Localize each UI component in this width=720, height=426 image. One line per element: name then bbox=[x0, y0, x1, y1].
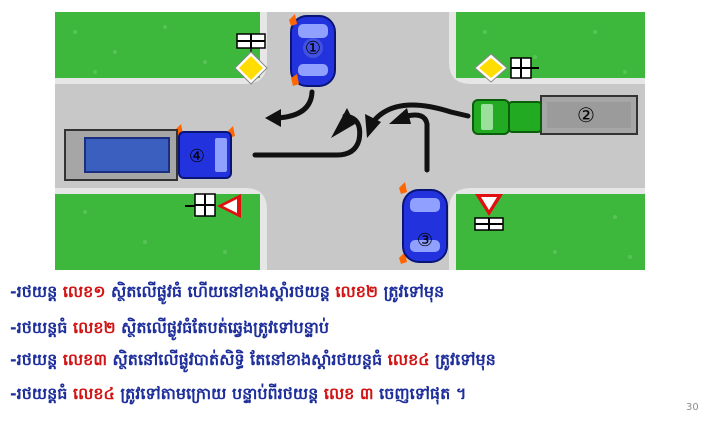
line-1-part-4: លេខ២ bbox=[335, 282, 378, 301]
explanation-line-2: -រថយន្តធំ លេខ២ ស្ថិតលើផ្លូវធំតែបត់ឆ្វេងត… bbox=[10, 318, 329, 338]
truck-2-label: ② bbox=[577, 103, 595, 127]
line-3-part-1: -រថយន្ត bbox=[10, 350, 63, 369]
line-1-part-3: ស្ថិតលើផ្លូវធំ ហើយនៅខាងស្តាំរថយន្ត bbox=[105, 282, 336, 301]
priority-road-sign-top-left bbox=[234, 33, 268, 85]
line-4-part-1: -រថយន្តធំ bbox=[10, 384, 73, 403]
line-1-part-5: ត្រូវទៅមុន bbox=[378, 282, 445, 301]
page-number: 30 bbox=[686, 402, 699, 413]
priority-road-sign-top-right bbox=[474, 53, 539, 83]
line-3-part-2: លេខ៣ bbox=[62, 350, 107, 369]
line-4-part-2: លេខ៤ bbox=[73, 384, 115, 403]
line-1-part-1: -រថយន្ត bbox=[10, 282, 63, 301]
line-3-part-5: ត្រូវទៅមុន bbox=[429, 350, 496, 369]
line-3-part-3: ស្ថិតនៅលើផ្លូវបាត់សិទ្ធិ តែនៅខាងស្តាំរថយ… bbox=[106, 350, 388, 369]
corner-bottom-right bbox=[449, 188, 471, 210]
line-2-part-2: លេខ២ bbox=[73, 318, 116, 337]
explanation-line-3: -រថយន្ត លេខ៣ ស្ថិតនៅលើផ្លូវបាត់សិទ្ធិ តែ… bbox=[10, 350, 496, 370]
line-4-part-4: លេខ ៣ bbox=[323, 384, 374, 403]
corner-top-left bbox=[245, 62, 267, 84]
truck-4-label: ④ bbox=[189, 146, 205, 167]
line-2-part-3: ស្ថិតលើផ្លូវធំតែបត់ឆ្វេងត្រូវទៅបន្ទាប់ bbox=[115, 318, 330, 337]
explanation-line-4: -រថយន្តធំ លេខ៤ ត្រូវទៅតាមក្រោយ បន្ទាប់ពី… bbox=[10, 384, 466, 404]
explanation-line-1: -រថយន្ត លេខ១ ស្ថិតលើផ្លូវធំ ហើយនៅខាងស្តា… bbox=[10, 282, 444, 302]
corner-bottom-left bbox=[245, 188, 267, 210]
car-1-label: ① bbox=[305, 38, 321, 59]
yield-sign-bottom-right bbox=[474, 194, 504, 231]
direction-arrows bbox=[252, 89, 471, 173]
car-1: ① bbox=[290, 15, 336, 87]
line-1-part-2: លេខ១ bbox=[62, 282, 106, 301]
arrow-heads bbox=[265, 108, 411, 138]
yield-sign-bottom-left bbox=[185, 193, 241, 218]
line-4-part-5: ចេញទៅផុត ។ bbox=[373, 384, 467, 403]
grass-texture bbox=[73, 25, 632, 259]
car-3-label: ③ bbox=[417, 230, 433, 251]
corner-top-right bbox=[449, 62, 471, 84]
line-2-part-1: -រថយន្តធំ bbox=[10, 318, 73, 337]
line-3-part-4: លេខ៤ bbox=[387, 350, 430, 369]
truck-2: ② bbox=[472, 95, 638, 135]
intersection-diagram: ① ② ③ ④ bbox=[55, 12, 645, 270]
car-3: ③ bbox=[402, 189, 448, 263]
truck-4: ④ bbox=[64, 129, 232, 181]
line-4-part-3: ត្រូវទៅតាមក្រោយ បន្ទាប់ពីរថយន្ត bbox=[114, 384, 324, 403]
